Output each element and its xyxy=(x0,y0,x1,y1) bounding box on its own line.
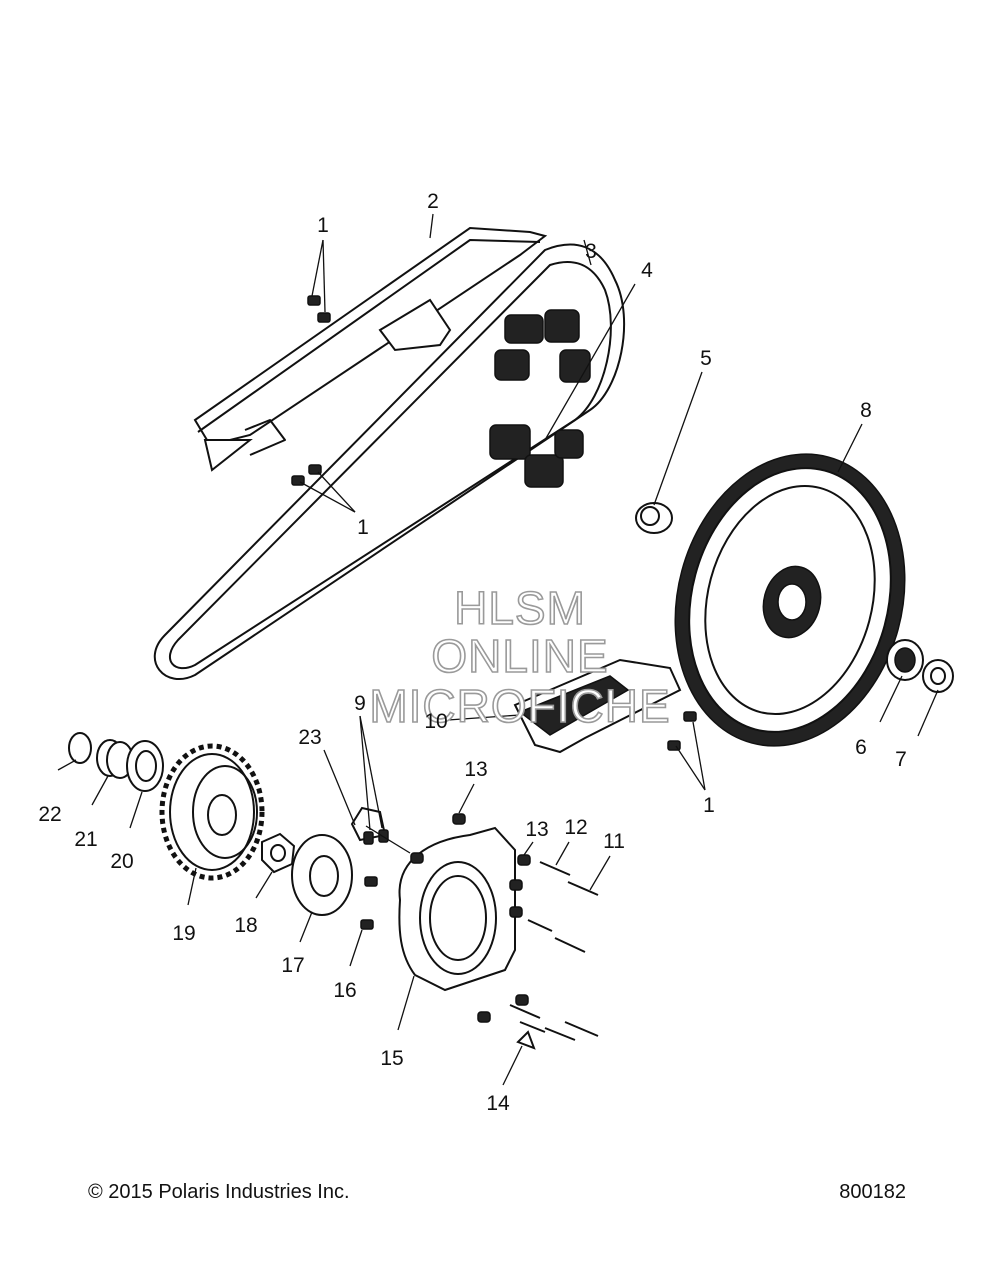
callout-label: 7 xyxy=(895,748,907,771)
leader-lines xyxy=(57,213,939,1086)
callout-label: 13 xyxy=(525,818,548,841)
callout-label: 3 xyxy=(585,240,597,263)
axle-nut-part xyxy=(922,659,954,693)
bolt-part xyxy=(291,295,697,1050)
front-drive-sprocket-part xyxy=(159,743,265,881)
callout-label: 1 xyxy=(703,794,715,817)
callout-label: 13 xyxy=(464,758,487,781)
lock-plate-part xyxy=(291,834,353,916)
callout-label: 10 xyxy=(424,710,447,733)
drawing-number: 800182 xyxy=(839,1181,906,1203)
callout-label: 20 xyxy=(110,850,133,873)
sprocket-cover-part xyxy=(398,826,516,992)
callout-label: 14 xyxy=(486,1092,510,1115)
callout-label: 22 xyxy=(38,803,61,826)
callout-label: 19 xyxy=(172,922,195,945)
snap-ring-part xyxy=(68,732,92,764)
callout-label: 21 xyxy=(74,828,97,851)
callout-label: 5 xyxy=(700,347,712,370)
sprocket-nut-part xyxy=(261,832,296,874)
callout-label: 23 xyxy=(298,726,321,749)
callout-label: 2 xyxy=(427,190,439,213)
callout-label: 17 xyxy=(281,954,304,977)
watermark: HLSM ONLINE MICROFICHE xyxy=(369,581,671,733)
bearing-part xyxy=(886,639,924,681)
rear-wheel-sprocket-part xyxy=(674,453,906,747)
callout-label: 4 xyxy=(641,259,653,282)
callout-labels: 1 2 3 4 5 8 1 9 10 23 13 13 12 11 1 6 7 … xyxy=(38,190,907,1115)
lower-belt-guard-part xyxy=(513,658,682,754)
spacer-part xyxy=(635,502,673,534)
callout-label: 9 xyxy=(354,692,366,715)
watermark-line-1: HLSM xyxy=(454,582,586,634)
callout-label: 8 xyxy=(860,399,872,422)
callout-label: 12 xyxy=(564,816,587,839)
callout-label: 18 xyxy=(234,914,257,937)
watermark-line-3: MICROFICHE xyxy=(369,680,670,732)
copyright-notice: © 2015 Polaris Industries Inc. xyxy=(88,1181,350,1203)
callout-label: 16 xyxy=(333,979,356,1002)
watermark-line-2: ONLINE xyxy=(431,630,608,682)
callout-label: 1 xyxy=(317,214,329,237)
callout-label: 15 xyxy=(380,1047,403,1070)
cush-drive-damper-part xyxy=(489,309,591,488)
callout-label: 6 xyxy=(855,736,867,759)
callout-label: 1 xyxy=(357,516,369,539)
callout-label: 11 xyxy=(603,830,625,853)
belt-guard-part xyxy=(193,226,548,472)
seal-part xyxy=(126,740,164,792)
